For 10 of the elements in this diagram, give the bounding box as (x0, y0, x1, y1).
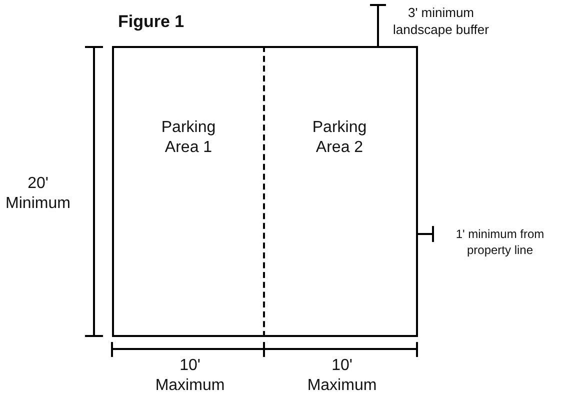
area-label: Parking Area 2 (311, 118, 368, 158)
parking-area (263, 46, 418, 337)
dimension-label: 10' Maximum (306, 356, 378, 396)
dimension-label: 3' minimum landscape buffer (392, 4, 490, 38)
area-label: Parking Area 1 (160, 118, 217, 158)
dimension-label: 10' Maximum (154, 356, 226, 396)
figure-title: Figure 1 (118, 12, 184, 32)
dimension-label: 20' Minimum (4, 174, 72, 214)
parking-area (112, 46, 265, 337)
dimension-label: 1' minimum from property line (454, 226, 546, 258)
